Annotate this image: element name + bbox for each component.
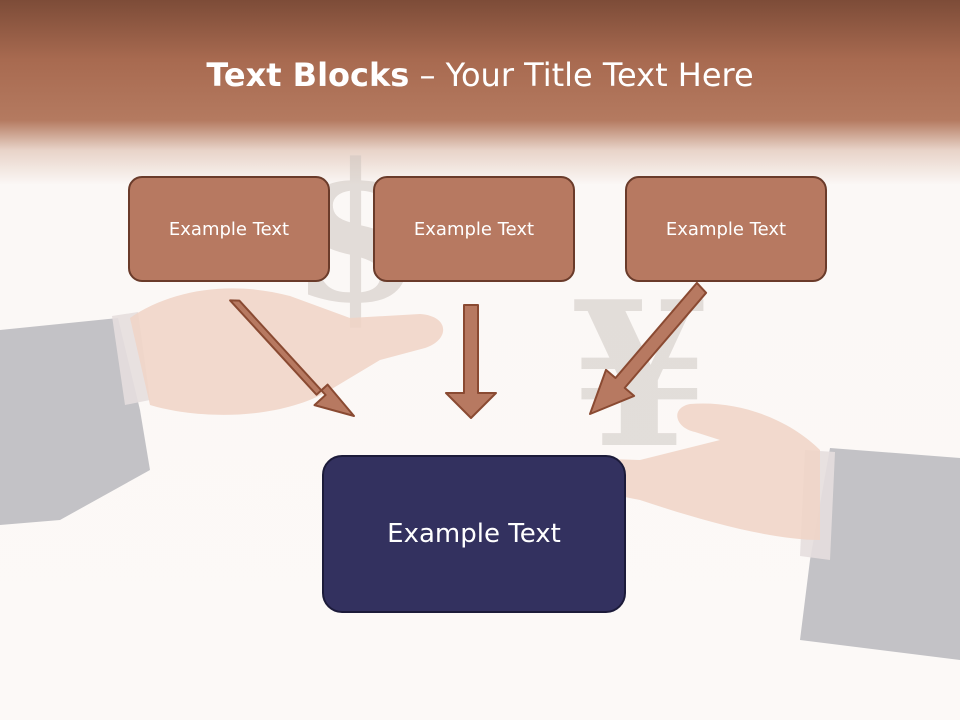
arrow-center-down [445, 304, 497, 419]
slide-title: Text Blocks – Your Title Text Here [0, 52, 960, 98]
text-block-top-center[interactable]: Example Text [373, 176, 575, 282]
arrow-left-diagonal [229, 299, 355, 417]
text-block-top-right[interactable]: Example Text [625, 176, 827, 282]
text-block-top-right-label: Example Text [665, 218, 787, 240]
title-separator: – [409, 56, 446, 94]
title-bold-text: Text Blocks [206, 56, 410, 94]
text-block-top-left[interactable]: Example Text [128, 176, 330, 282]
text-block-main[interactable]: Example Text [322, 455, 626, 613]
right-sleeve [800, 448, 960, 660]
right-hand [550, 403, 820, 540]
text-block-top-left-label: Example Text [168, 218, 290, 240]
title-rest-text: Your Title Text Here [445, 56, 754, 94]
left-sleeve [0, 318, 150, 525]
text-block-main-label: Example Text [387, 519, 561, 549]
text-block-top-center-label: Example Text [413, 218, 535, 240]
arrow-right-diagonal [589, 281, 708, 415]
